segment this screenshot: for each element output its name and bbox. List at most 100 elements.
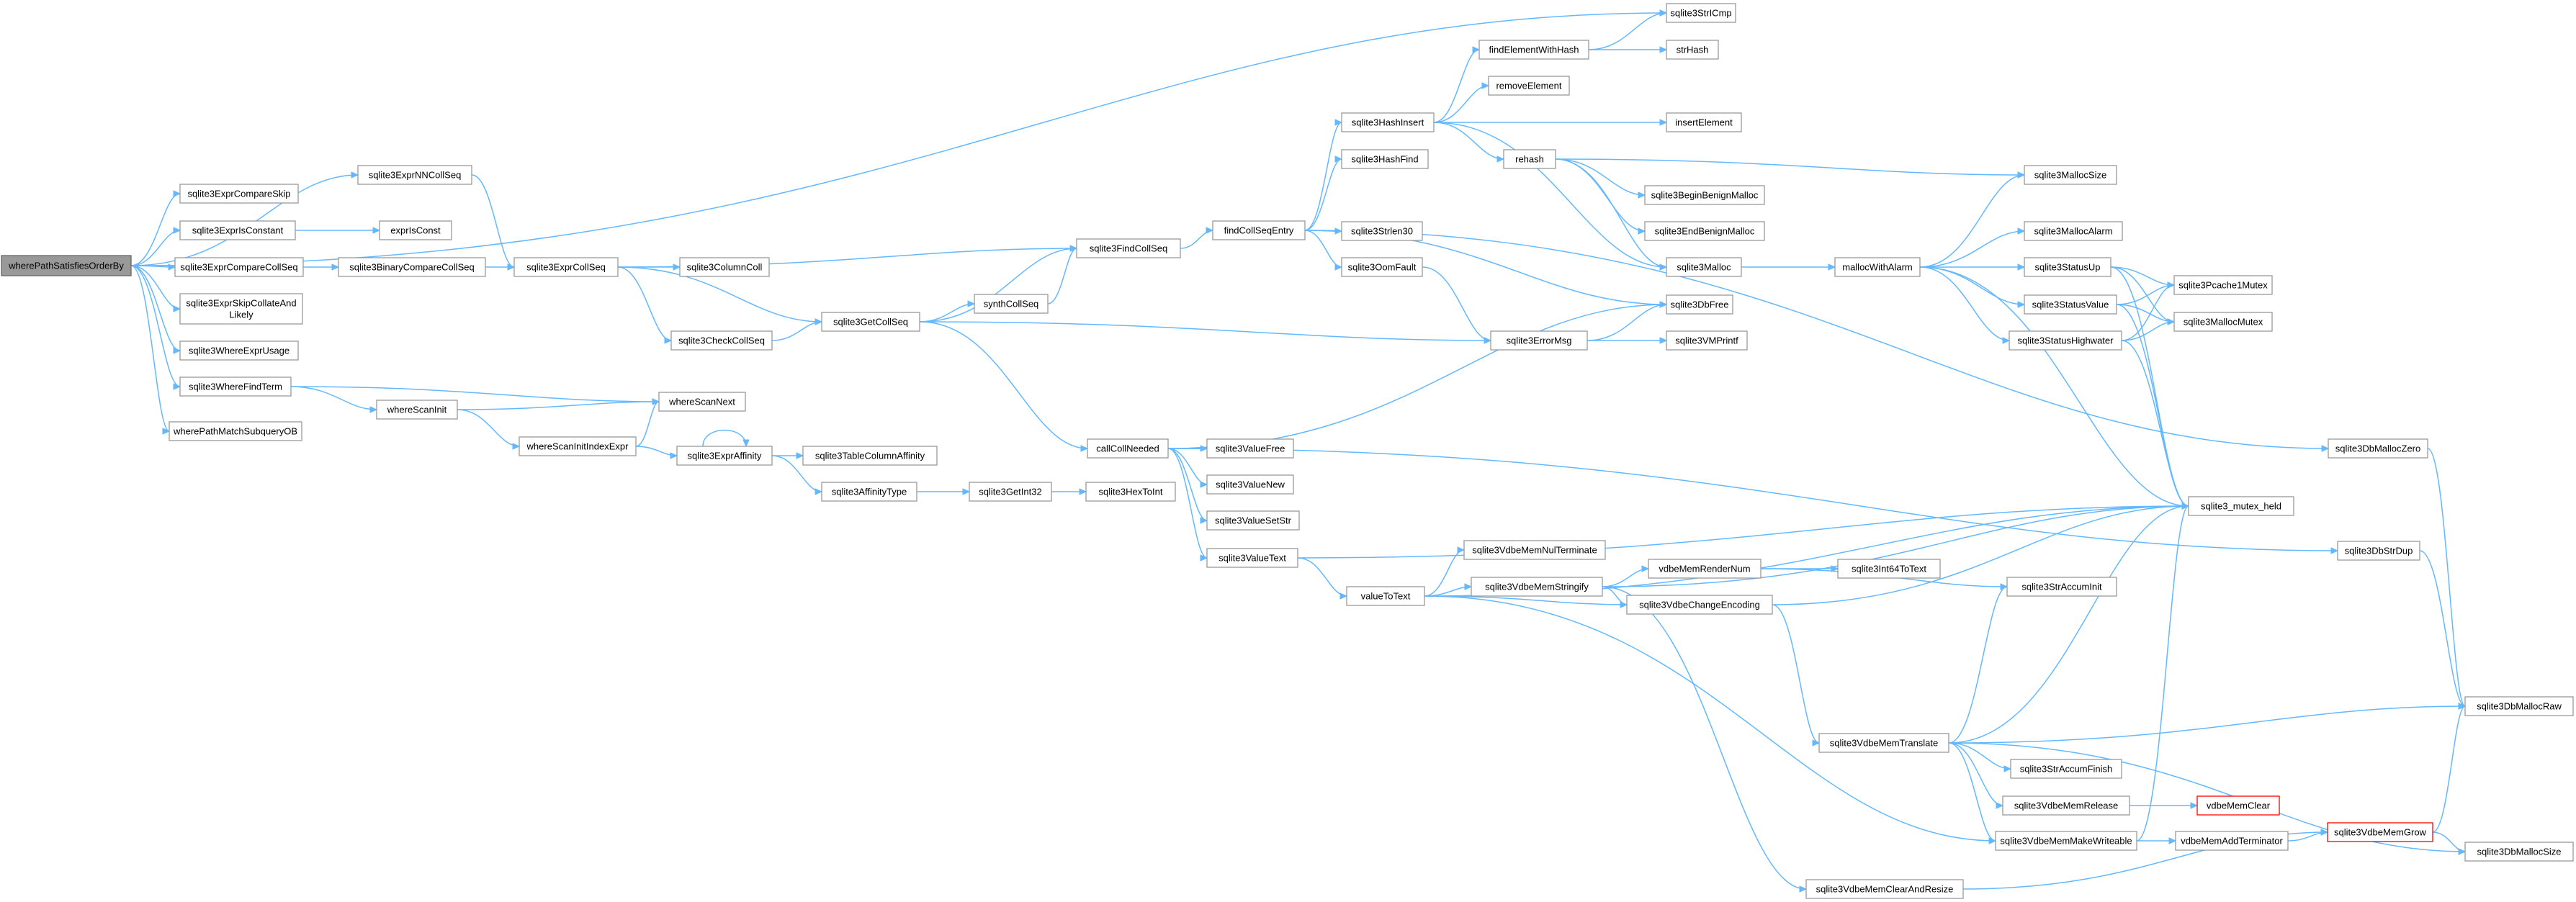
node-label: sqlite3ValueText — [1219, 553, 1286, 564]
edge-fewh-to-strhash — [1589, 46, 1668, 53]
node-wherefind[interactable]: sqlite3WhereFindTerm — [179, 376, 292, 397]
node-label: rehash — [1515, 154, 1544, 165]
node-valtotext[interactable]: valueToText — [1346, 586, 1425, 606]
edge-wpso-to-strcmp — [130, 9, 1668, 266]
node-checkcs[interactable]: sqlite3CheckCollSeq — [670, 330, 773, 351]
node-columncoll[interactable]: sqlite3ColumnColl — [679, 257, 770, 277]
node-int64totext[interactable]: sqlite3Int64ToText — [1837, 559, 1941, 579]
node-label: sqlite3VdbeChangeEncoding — [1639, 600, 1760, 610]
node-endbm[interactable]: sqlite3EndBenignMalloc — [1644, 221, 1765, 241]
node-label: vdbeMemRenderNum — [1659, 564, 1750, 574]
node-makew[interactable]: sqlite3VdbeMemMakeWriteable — [1995, 831, 2137, 851]
node-wsnext[interactable]: whereScanNext — [658, 392, 746, 412]
edge-callcn-to-valfree — [1167, 445, 1208, 452]
edge-rehash-to-beginbm — [1555, 158, 1646, 199]
node-label: sqlite3DbStrDup — [2345, 546, 2413, 556]
node-tcaff[interactable]: sqlite3TableColumnAffinity — [802, 446, 938, 466]
node-afftype[interactable]: sqlite3AffinityType — [821, 482, 917, 502]
node-valnew[interactable]: sqlite3ValueNew — [1206, 474, 1294, 495]
node-stringify[interactable]: sqlite3VdbeMemStringify — [1471, 577, 1603, 597]
node-hashins[interactable]: sqlite3HashInsert — [1341, 112, 1435, 132]
node-dbmsize[interactable]: sqlite3DbMallocSize — [2464, 842, 2574, 862]
node-malloc[interactable]: sqlite3Malloc — [1666, 257, 1742, 277]
node-hashfind[interactable]: sqlite3HashFind — [1341, 149, 1429, 169]
node-rehash[interactable]: rehash — [1503, 149, 1556, 169]
node-affinity[interactable]: sqlite3ExprAffinity — [676, 446, 773, 466]
node-comparesk[interactable]: sqlite3ExprCompareSkip — [179, 184, 299, 204]
node-hextoint[interactable]: sqlite3HexToInt — [1085, 482, 1176, 502]
edge-getcs-to-callcn — [919, 321, 1089, 452]
edge-affinity-to-afftype — [771, 455, 823, 495]
node-errmsg[interactable]: sqlite3ErrorMsg — [1490, 330, 1588, 351]
node-valsetstr[interactable]: sqlite3ValueSetStr — [1206, 510, 1300, 531]
node-strcmp[interactable]: sqlite3StrICmp — [1666, 3, 1736, 23]
node-wpso[interactable]: wherePathSatisfiesOrderBy — [1, 255, 132, 276]
node-whereexpr[interactable]: sqlite3WhereExprUsage — [179, 340, 299, 361]
node-removeel[interactable]: removeElement — [1488, 76, 1570, 96]
node-findcs[interactable]: sqlite3FindCollSeq — [1076, 238, 1181, 258]
edge-stringify-to-clearresize — [1602, 586, 1808, 893]
node-wpmso[interactable]: wherePathMatchSubqueryOB — [169, 421, 302, 441]
node-dbfree[interactable]: sqlite3DbFree — [1666, 294, 1733, 315]
edge-hashins-to-rehash — [1433, 122, 1505, 163]
edge-dbmzero-to-dbmraw — [2427, 448, 2467, 710]
node-nulterm[interactable]: sqlite3VdbeMemNulTerminate — [1463, 540, 1606, 560]
edge-memtrans-to-dbmraw — [1948, 703, 2467, 744]
node-label: sqlite3Malloc — [1677, 262, 1731, 273]
node-straccfin[interactable]: sqlite3StrAccumFinish — [2010, 759, 2122, 779]
node-straccinit[interactable]: sqlite3StrAccumInit — [2006, 577, 2117, 597]
node-exprconst[interactable]: exprIsConst — [379, 220, 452, 240]
node-label: sqlite3DbFree — [1671, 299, 1729, 310]
edge-wpso-to-comparecs — [130, 263, 176, 271]
node-memclear[interactable]: vdbeMemClear — [2196, 795, 2280, 816]
node-dbmraw[interactable]: sqlite3DbMallocRaw — [2464, 696, 2574, 716]
node-label: sqlite3CheckCollSeq — [678, 335, 765, 346]
node-memgrow[interactable]: sqlite3VdbeMemGrow — [2327, 822, 2433, 842]
node-valfree[interactable]: sqlite3ValueFree — [1206, 438, 1294, 459]
node-label: sqlite3ErrorMsg — [1506, 335, 1571, 346]
node-insel[interactable]: insertElement — [1666, 112, 1742, 132]
node-memtrans[interactable]: sqlite3VdbeMemTranslate — [1818, 733, 1949, 753]
node-mwa[interactable]: mallocWithAlarm — [1834, 257, 1921, 277]
node-valtext[interactable]: sqlite3ValueText — [1206, 548, 1298, 568]
node-oomfault[interactable]: sqlite3OomFault — [1341, 257, 1423, 277]
node-getint32[interactable]: sqlite3GetInt32 — [969, 482, 1052, 502]
node-statushw[interactable]: sqlite3StatusHighwater — [2009, 330, 2122, 351]
node-comparecs[interactable]: sqlite3ExprCompareCollSeq — [174, 257, 304, 277]
node-statusval[interactable]: sqlite3StatusValue — [2024, 294, 2117, 315]
node-changeenc[interactable]: sqlite3VdbeChangeEncoding — [1626, 595, 1773, 615]
node-wsinit[interactable]: whereScanInit — [376, 400, 458, 420]
edge-mwa-to-statushw — [1919, 266, 2011, 344]
node-bincs[interactable]: sqlite3BinaryCompareCollSeq — [338, 257, 486, 277]
node-strlen30[interactable]: sqlite3Strlen30 — [1341, 221, 1423, 241]
node-dbmzero[interactable]: sqlite3DbMallocZero — [2328, 438, 2428, 459]
node-rendernum[interactable]: vdbeMemRenderNum — [1648, 559, 1762, 579]
node-isconst[interactable]: sqlite3ExprIsConstant — [179, 220, 296, 240]
node-clearresize[interactable]: sqlite3VdbeMemClearAndResize — [1805, 879, 1964, 899]
node-mallocmutex[interactable]: sqlite3MallocMutex — [2173, 312, 2273, 332]
node-getcs[interactable]: sqlite3GetCollSeq — [821, 312, 920, 332]
node-callcn[interactable]: callCollNeeded — [1087, 438, 1169, 459]
node-mutexheld[interactable]: sqlite3_mutex_held — [2188, 496, 2294, 516]
node-mallocsize[interactable]: sqlite3MallocSize — [2024, 165, 2117, 185]
edge-statusup-to-pcache1m — [2110, 266, 2176, 289]
node-strhash[interactable]: strHash — [1666, 40, 1719, 60]
node-synthcs[interactable]: synthCollSeq — [974, 294, 1049, 314]
node-statusup[interactable]: sqlite3StatusUp — [2024, 257, 2111, 277]
node-memrel[interactable]: sqlite3VdbeMemRelease — [2002, 795, 2130, 816]
node-exprnncs[interactable]: sqlite3ExprNNCollSeq — [357, 165, 472, 185]
node-dbstrdup[interactable]: sqlite3DbStrDup — [2337, 541, 2420, 561]
edge-memtrans-to-mutexheld — [1948, 502, 2190, 744]
node-beginbm[interactable]: sqlite3BeginBenignMalloc — [1644, 185, 1765, 205]
node-wsiie[interactable]: whereScanInitIndexExpr — [519, 436, 637, 456]
node-exprcs[interactable]: sqlite3ExprCollSeq — [513, 257, 619, 277]
node-addterm[interactable]: vdbeMemAddTerminator — [2175, 831, 2289, 851]
node-fewh[interactable]: findElementWithHash — [1478, 40, 1589, 60]
node-pcache1m[interactable]: sqlite3Pcache1Mutex — [2173, 275, 2273, 295]
node-label: sqlite3GetCollSeq — [833, 317, 908, 328]
node-vmprintf[interactable]: sqlite3VMPrintf — [1666, 330, 1748, 351]
node-findcse[interactable]: findCollSeqEntry — [1212, 220, 1306, 240]
edge-memgrow-to-dbmraw — [2432, 703, 2467, 833]
node-mallocalarm[interactable]: sqlite3MallocAlarm — [2024, 221, 2123, 241]
